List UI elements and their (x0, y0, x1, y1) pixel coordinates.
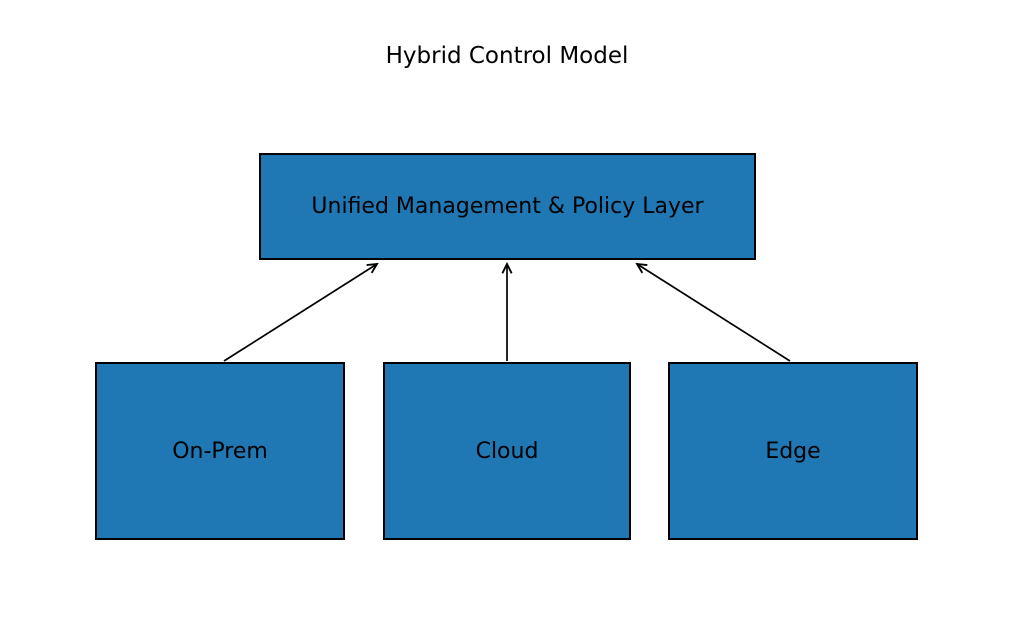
node-edge: Edge (668, 362, 918, 540)
arrow-edge-to-management (637, 264, 791, 362)
node-cloud: Cloud (383, 362, 631, 540)
diagram-title: Hybrid Control Model (385, 43, 629, 69)
node-label-edge: Edge (765, 438, 821, 464)
node-on-prem: On-Prem (95, 362, 345, 540)
node-unified-management-policy-layer: Unified Management & Policy Layer (259, 153, 756, 260)
node-label-management: Unified Management & Policy Layer (311, 194, 704, 219)
arrow-onprem-to-management (223, 264, 377, 362)
node-label-onprem: On-Prem (172, 438, 268, 464)
node-label-cloud: Cloud (475, 438, 539, 464)
